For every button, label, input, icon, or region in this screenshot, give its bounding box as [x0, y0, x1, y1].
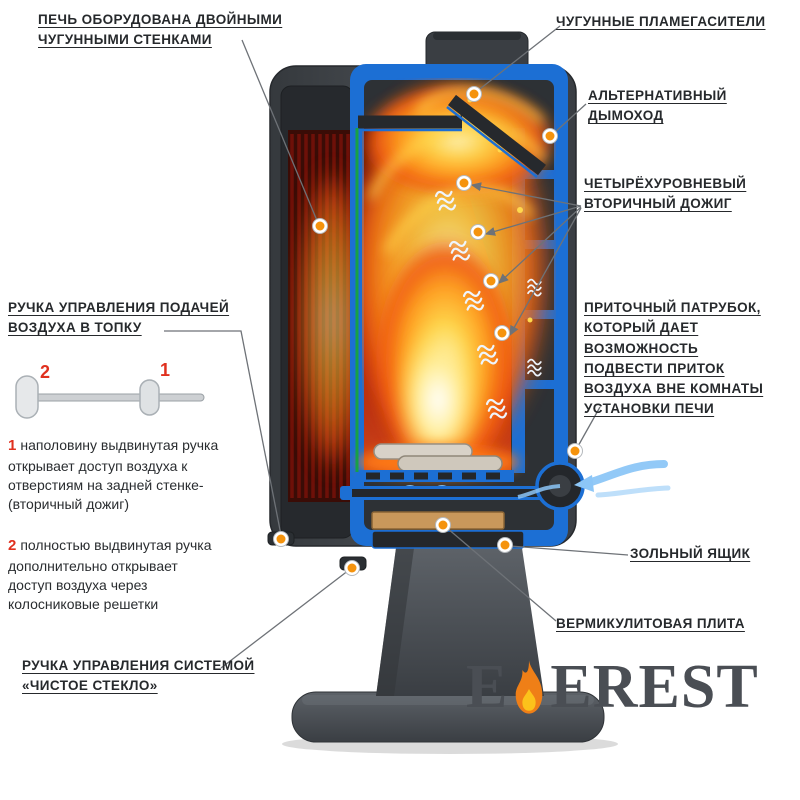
handle-position-1: 1 [160, 360, 171, 380]
dot-air-inlet [567, 443, 583, 459]
label-clean-glass-handle: РУЧКА УПРАВЛЕНИЯ СИСТЕМОЙ «ЧИСТОЕ СТЕКЛО… [22, 658, 255, 694]
dot-afterburn-4 [494, 325, 510, 341]
note-text-1: наполовину выдвинутая ручка открывает до… [8, 437, 219, 513]
logo-flame-icon [516, 660, 543, 714]
note-text-2: полностью выдвинутая ручка дополнительно… [8, 537, 212, 613]
label-air-inlet: ПРИТОЧНЫЙ ПАТРУБОК, КОТОРЫЙ ДАЕТ ВОЗМОЖН… [584, 300, 764, 417]
label-double-walls: ПЕЧЬ ОБОРУДОВАНА ДВОЙНЫМИ ЧУГУННЫМИ СТЕН… [38, 12, 283, 48]
stove-base [282, 548, 618, 754]
dot-vermiculite [435, 517, 451, 533]
label-ash-box: ЗОЛЬНЫЙ ЯЩИК [630, 546, 751, 561]
dot-alt-chimney [542, 128, 558, 144]
label-alt-chimney: АЛЬТЕРНАТИВНЫЙ ДЫМОХОД [588, 88, 727, 124]
air-inlet-pipe [517, 460, 671, 511]
log [397, 455, 503, 472]
label-flame-arresters: ЧУГУННЫЕ ПЛАМЕГАСИТЕЛИ [556, 14, 766, 29]
door-glass [288, 130, 350, 502]
note-number-1: 1 [8, 437, 17, 454]
flame-arrester-baffles [358, 94, 546, 178]
dot-afterburn-1 [456, 175, 472, 191]
dot-clean-glass [344, 560, 360, 576]
label-vermiculite: ВЕРМИКУЛИТОВАЯ ПЛИТА [556, 616, 745, 631]
brand-logo: E EREST [466, 656, 759, 718]
note-number-2: 2 [8, 537, 17, 554]
logo-letters-rest: EREST [550, 653, 759, 721]
flames [362, 78, 556, 480]
firebox-bottom [340, 443, 554, 549]
dot-double-walls [312, 218, 328, 234]
dot-ash-box [497, 537, 513, 553]
label-air-control-handle: РУЧКА УПРАВЛЕНИЯ ПОДАЧЕЙ ВОЗДУХА В ТОПКУ [8, 300, 230, 336]
logo-letter-e: E [466, 653, 509, 721]
dot-flame-arresters [466, 86, 482, 102]
callout-lines [164, 25, 629, 669]
handle-position-2: 2 [40, 362, 51, 382]
dot-afterburn-2 [470, 224, 486, 240]
dot-air-handle [273, 531, 289, 547]
label-secondary-afterburn: ЧЕТЫРЁХУРОВНЕВЫЙ ВТОРИЧНЫЙ ДОЖИГ [584, 176, 747, 212]
handle-positions-diagram [15, 375, 205, 419]
dot-afterburn-3 [483, 273, 499, 289]
